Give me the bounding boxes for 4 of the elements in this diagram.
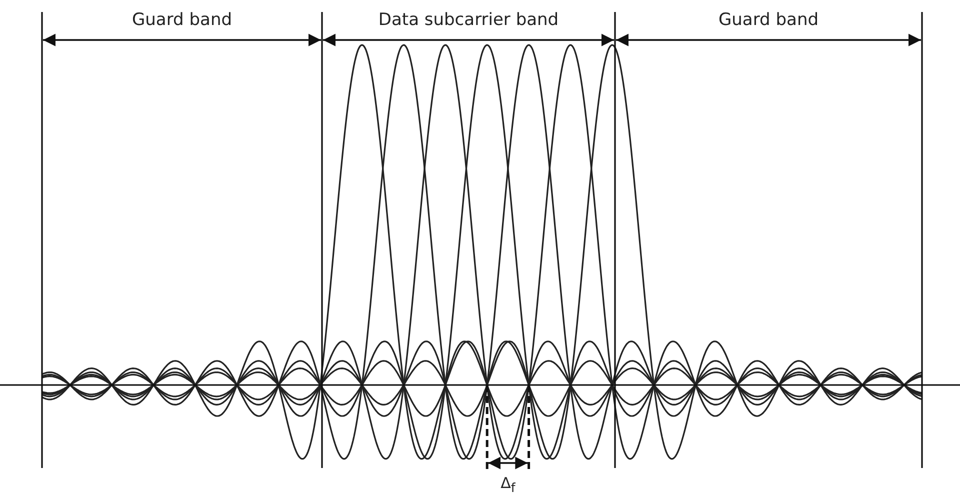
band-label: Data subcarrier band bbox=[378, 10, 559, 30]
spacing-label: Δ$_{f}$ bbox=[500, 474, 516, 495]
band-label: Guard band bbox=[718, 10, 819, 30]
band-label: Guard band bbox=[132, 10, 232, 30]
